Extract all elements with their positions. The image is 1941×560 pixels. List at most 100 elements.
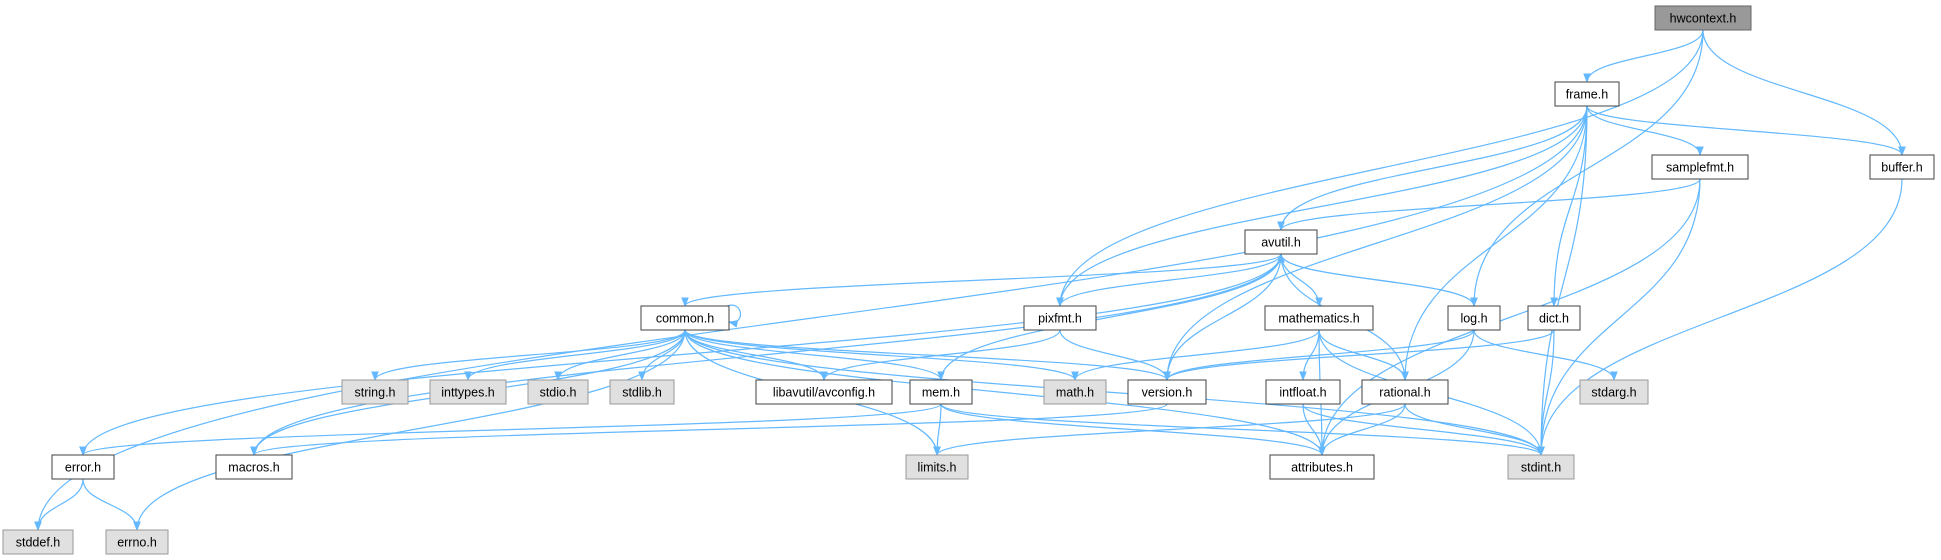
edge-mem-h-to-error-h [79, 403, 942, 456]
node-error-h[interactable]: error.h [51, 454, 115, 480]
node-label: limits.h [918, 461, 957, 475]
edge-common-h-to-math-h [684, 329, 1079, 381]
edge-version-h-to-macros-h [250, 403, 1168, 456]
node-frame-h[interactable]: frame.h [1554, 81, 1620, 107]
edge-error-h-to-errno-h [82, 478, 141, 531]
node-label: frame.h [1566, 88, 1608, 102]
node-hwcontext-h[interactable]: hwcontext.h [1654, 5, 1752, 31]
node-buffer-h[interactable]: buffer.h [1869, 154, 1935, 180]
node-macros-h[interactable]: macros.h [215, 454, 293, 480]
edge-hwcontext-h-to-frame-h [1583, 29, 1704, 83]
node-label: math.h [1056, 386, 1094, 400]
edge-avutil-h-to-error-h [79, 253, 1282, 456]
node-avconfig-h[interactable]: libavutil/avconfig.h [755, 379, 893, 405]
node-label: log.h [1460, 312, 1487, 326]
edge-frame-h-to-buffer-h [1586, 105, 1906, 156]
node-label: mem.h [922, 386, 960, 400]
node-box [1507, 454, 1575, 480]
node-box [909, 379, 973, 405]
edge-mathematics-h-to-math-h [1071, 329, 1320, 381]
node-box [429, 379, 507, 405]
node-box [215, 454, 293, 480]
dependency-edges [34, 29, 1906, 531]
node-version-h[interactable]: version.h [1127, 379, 1207, 405]
node-label: avutil.h [1261, 236, 1301, 250]
edge-common-h-to-avconfig-h [684, 329, 828, 381]
edge-dict-h-to-version-h [1163, 329, 1555, 381]
node-box [640, 305, 730, 331]
node-common-h[interactable]: common.h [640, 305, 730, 331]
node-stdlib-h: stdlib.h [609, 379, 675, 405]
node-stdarg-h: stdarg.h [1579, 379, 1649, 405]
edge-rational-h-to-attributes-h [1318, 403, 1406, 456]
node-mem-h[interactable]: mem.h [909, 379, 973, 405]
node-label: errno.h [117, 536, 157, 550]
node-box [1447, 305, 1501, 331]
node-label: hwcontext.h [1670, 12, 1737, 26]
node-label: stdlib.h [622, 386, 662, 400]
edge-rational-h-to-limits-h [933, 403, 1406, 456]
edge-buffer-h-to-stdint-h [1537, 178, 1903, 456]
node-box [1264, 305, 1374, 331]
node-avutil-h[interactable]: avutil.h [1244, 229, 1318, 255]
edge-common-h-to-string-h [371, 329, 686, 381]
edge-avutil-h-to-macros-h [250, 253, 1282, 456]
node-box [609, 379, 675, 405]
edge-frame-h-to-stddef-h [34, 105, 1588, 531]
edge-hwcontext-h-to-log-h [1470, 29, 1704, 307]
node-string-h: string.h [341, 379, 409, 405]
node-rational-h[interactable]: rational.h [1361, 379, 1449, 405]
node-label: string.h [355, 386, 396, 400]
node-box [1269, 454, 1375, 480]
node-label: samplefmt.h [1666, 161, 1734, 175]
node-box [1361, 379, 1449, 405]
node-box [1043, 379, 1107, 405]
node-label: stdarg.h [1591, 386, 1636, 400]
edge-mem-h-to-limits-h [933, 403, 942, 456]
edge-error-h-to-stddef-h [34, 478, 84, 531]
node-box [1651, 154, 1749, 180]
edge-avutil-h-to-version-h [1163, 253, 1282, 381]
edge-frame-h-to-rational-h [1401, 105, 1588, 381]
node-label: buffer.h [1881, 161, 1923, 175]
edge-common-h-to-stdio-h [554, 329, 686, 381]
node-box [1554, 81, 1620, 107]
node-label: stdint.h [1521, 461, 1561, 475]
node-mathematics-h[interactable]: mathematics.h [1264, 305, 1374, 331]
edge-log-h-to-version-h [1163, 329, 1475, 381]
edge-frame-h-to-version-h [1163, 105, 1588, 381]
node-log-h[interactable]: log.h [1447, 305, 1501, 331]
edge-samplefmt-h-to-avutil-h [1277, 178, 1701, 231]
edge-common-h-to-errno-h [133, 329, 686, 531]
node-box [1265, 379, 1341, 405]
edge-mem-h-to-avutil-h [940, 253, 1285, 381]
node-samplefmt-h[interactable]: samplefmt.h [1651, 154, 1749, 180]
node-dict-h[interactable]: dict.h [1527, 305, 1581, 331]
edge-log-h-to-stdarg-h [1473, 329, 1618, 381]
node-box [1654, 5, 1752, 31]
edge-mathematics-h-to-intfloat-h [1299, 329, 1320, 381]
node-box [105, 529, 169, 555]
node-label: intfloat.h [1279, 386, 1326, 400]
node-pixfmt-h[interactable]: pixfmt.h [1023, 305, 1097, 331]
node-stdint-h: stdint.h [1507, 454, 1575, 480]
edge-samplefmt-h-to-attributes-h [1318, 178, 1701, 456]
node-box [905, 454, 969, 480]
node-intfloat-h[interactable]: intfloat.h [1265, 379, 1341, 405]
node-label: libavutil/avconfig.h [773, 386, 875, 400]
node-limits-h: limits.h [905, 454, 969, 480]
edge-frame-h-to-samplefmt-h [1586, 105, 1704, 156]
node-label: common.h [656, 312, 714, 326]
node-attributes-h[interactable]: attributes.h [1269, 454, 1375, 480]
edge-dict-h-to-stdint-h [1537, 329, 1555, 456]
edge-samplefmt-h-to-stdint-h [1537, 178, 1701, 456]
node-label: pixfmt.h [1038, 312, 1082, 326]
edge-frame-h-to-pixfmt-h [1056, 105, 1588, 307]
edge-rational-h-to-stdint-h [1404, 403, 1545, 456]
edge-avutil-h-to-common-h [681, 253, 1282, 307]
edge-intfloat-h-to-stdint-h [1302, 403, 1545, 456]
header-nodes: hwcontext.h frame.h samplefmt.h buffer.h avu… [2, 5, 1935, 555]
node-label: stddef.h [16, 536, 61, 550]
node-label: stdio.h [540, 386, 577, 400]
